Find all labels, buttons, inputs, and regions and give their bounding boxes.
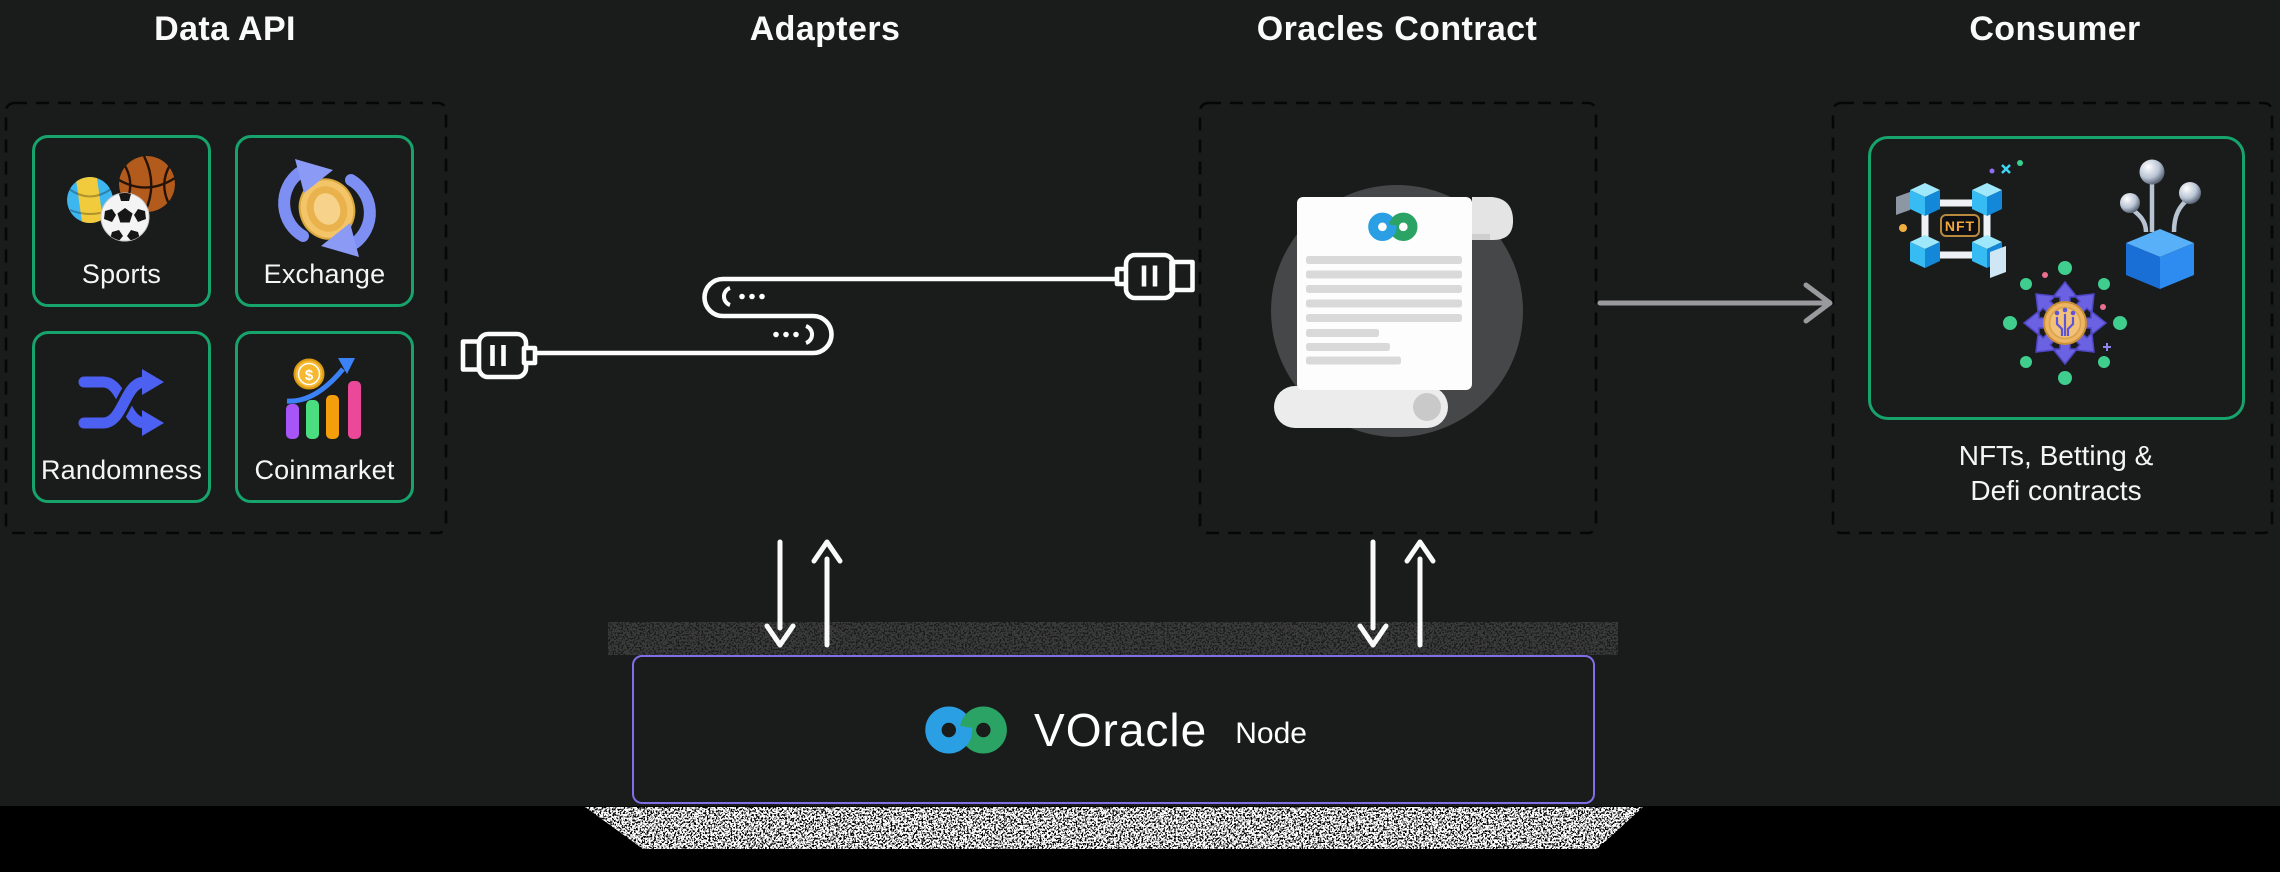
voracle-node-text: Node <box>1235 716 1307 750</box>
consumer-green-box <box>1868 136 2245 420</box>
tile-sports-label: Sports <box>81 259 162 289</box>
tile-sports: Sports <box>32 135 211 307</box>
bottom-black-band <box>0 806 2280 872</box>
contract-scroll-icon <box>1271 185 1523 437</box>
consumer-caption: NFTs, Betting & Defi contracts <box>1878 438 2234 508</box>
consumer-caption-line1: NFTs, Betting & <box>1958 440 2154 471</box>
oracles-to-consumer-arrow <box>1597 282 1833 324</box>
oracles-dashed-box <box>1198 101 1598 535</box>
tile-randomness: Randomness <box>32 331 211 503</box>
header-adapters: Adapters <box>749 9 901 48</box>
header-data-api: Data API <box>154 9 296 48</box>
consumer-caption-line2: Defi contracts <box>1970 475 2142 506</box>
tile-coinmarket-label: Coinmarket <box>254 455 395 485</box>
tile-randomness-label: Randomness <box>40 455 203 485</box>
cable-plug-right-icon <box>1114 252 1195 301</box>
adapters-node-arrows <box>764 539 843 648</box>
voracle-node-box: VOracle Node <box>632 655 1595 804</box>
oracles-node-arrows <box>1357 539 1436 648</box>
cable-plug-left-icon <box>460 331 538 380</box>
header-oracles-contract: Oracles Contract <box>1256 9 1538 48</box>
header-consumer: Consumer <box>1969 9 2141 48</box>
voracle-chain-logo-icon <box>925 705 1007 754</box>
tile-coinmarket: Coinmarket <box>235 331 414 503</box>
scroll-text-lines <box>1306 256 1462 365</box>
scroll-chain-logo-icon <box>1368 212 1418 242</box>
tile-exchange: Exchange <box>235 135 414 307</box>
voracle-brand-text: VOracle <box>1034 703 1208 756</box>
tile-exchange-label: Exchange <box>263 259 386 289</box>
coiled-cable-icon <box>537 276 1117 356</box>
